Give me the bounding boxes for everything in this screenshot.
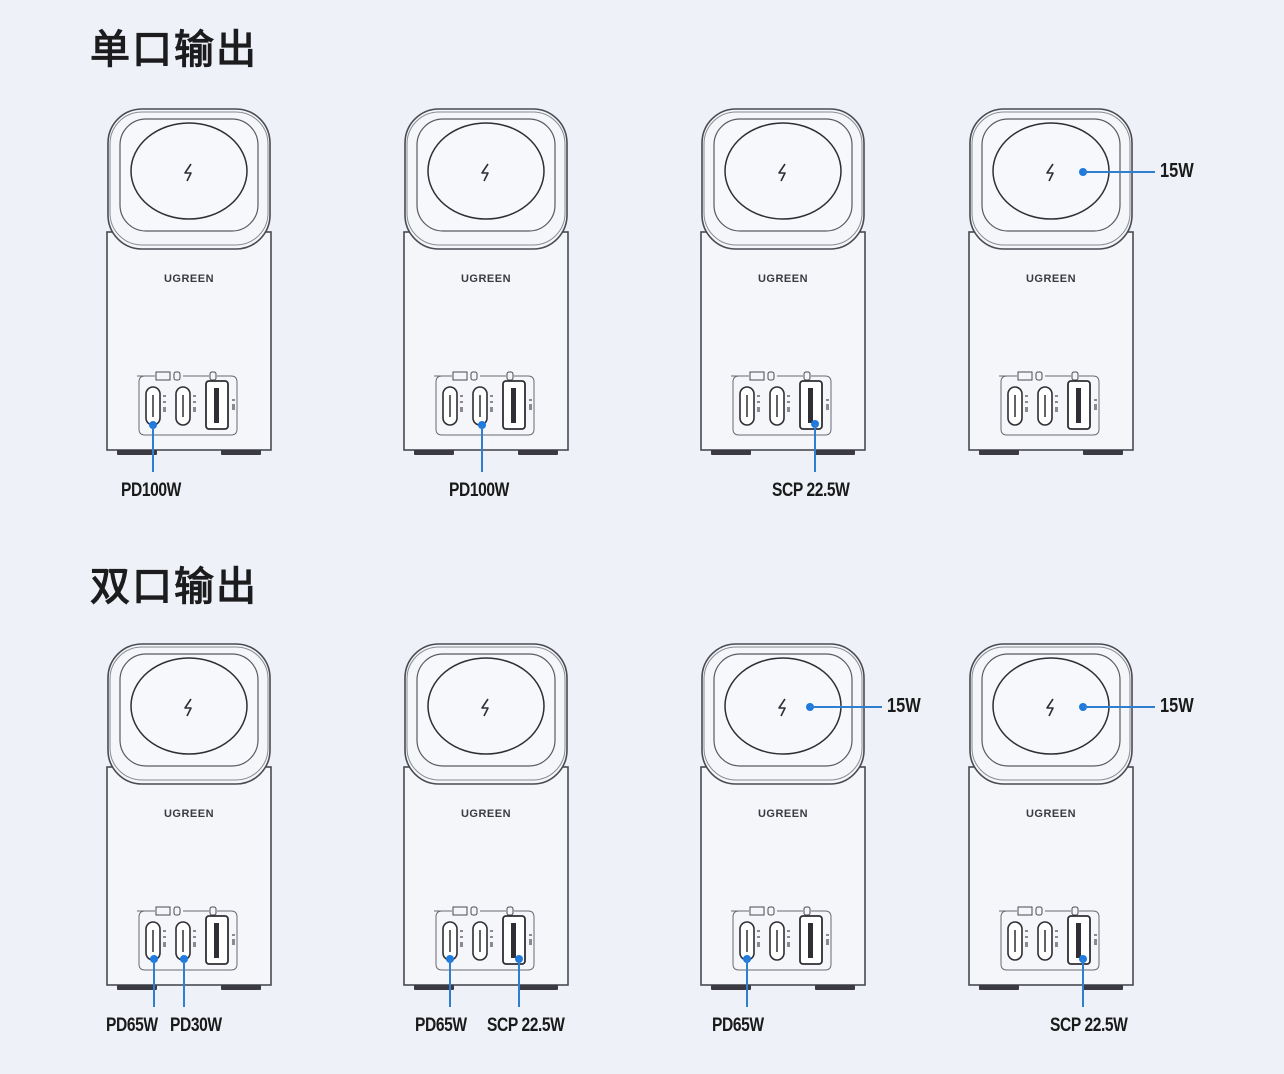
brand-logo: UGREEN (1025, 273, 1077, 285)
section-title-single-port: 单口输出 (90, 27, 258, 73)
port-label-pd100w: PD100W (449, 480, 509, 501)
callout-line (814, 424, 816, 472)
charger-single-4: UGREEN (967, 107, 1147, 467)
charger-single-3: UGREEN (699, 107, 879, 467)
charger-illustration (106, 643, 272, 990)
wireless-label-15w: 15W (1160, 695, 1194, 717)
brand-logo: UGREEN (460, 273, 512, 285)
port-label-pd30w: PD30W (170, 1015, 222, 1036)
brand-logo: UGREEN (757, 808, 809, 820)
charger-single-1: UGREEN (105, 107, 285, 467)
charger-illustration (968, 643, 1134, 990)
lightning-bolt-icon (778, 163, 786, 182)
port-label-pd65w: PD65W (712, 1015, 764, 1036)
callout-line (449, 959, 451, 1007)
port-label-pd65w: PD65W (415, 1015, 467, 1036)
port-label-scp: SCP 22.5W (487, 1015, 565, 1036)
callout-line (810, 706, 882, 708)
brand-logo: UGREEN (163, 808, 215, 820)
lightning-bolt-icon (1046, 163, 1054, 182)
wireless-label-15w: 15W (1160, 160, 1194, 182)
lightning-bolt-icon (481, 163, 489, 182)
brand-logo: UGREEN (163, 273, 215, 285)
callout-line (481, 425, 483, 472)
callout-line (1083, 706, 1155, 708)
charger-illustration (700, 108, 866, 455)
callout-line (153, 959, 155, 1007)
section-title-dual-port: 双口输出 (90, 564, 258, 610)
port-label-scp: SCP 22.5W (772, 480, 850, 501)
charger-illustration (403, 108, 569, 455)
lightning-bolt-icon (184, 163, 192, 182)
charger-illustration (403, 643, 569, 990)
charger-dual-2: UGREEN (402, 642, 582, 1002)
callout-line (1082, 959, 1084, 1007)
charger-illustration (106, 108, 272, 455)
port-label-scp: SCP 22.5W (1050, 1015, 1128, 1036)
charger-single-2: UGREEN (402, 107, 582, 467)
callout-line (746, 959, 748, 1007)
port-label-pd65w: PD65W (106, 1015, 158, 1036)
lightning-bolt-icon (778, 698, 786, 717)
callout-line (1083, 171, 1155, 173)
charger-illustration (700, 643, 866, 990)
lightning-bolt-icon (184, 698, 192, 717)
brand-logo: UGREEN (1025, 808, 1077, 820)
lightning-bolt-icon (481, 698, 489, 717)
callout-line (183, 959, 185, 1007)
charger-dual-1: UGREEN (105, 642, 285, 1002)
brand-logo: UGREEN (757, 273, 809, 285)
brand-logo: UGREEN (460, 808, 512, 820)
callout-line (152, 425, 154, 472)
callout-line (518, 959, 520, 1007)
port-label-pd100w: PD100W (121, 480, 181, 501)
charger-illustration (968, 108, 1134, 455)
charger-dual-4: UGREEN (967, 642, 1147, 1002)
wireless-label-15w: 15W (887, 695, 921, 717)
charger-dual-3: UGREEN (699, 642, 879, 1002)
lightning-bolt-icon (1046, 698, 1054, 717)
